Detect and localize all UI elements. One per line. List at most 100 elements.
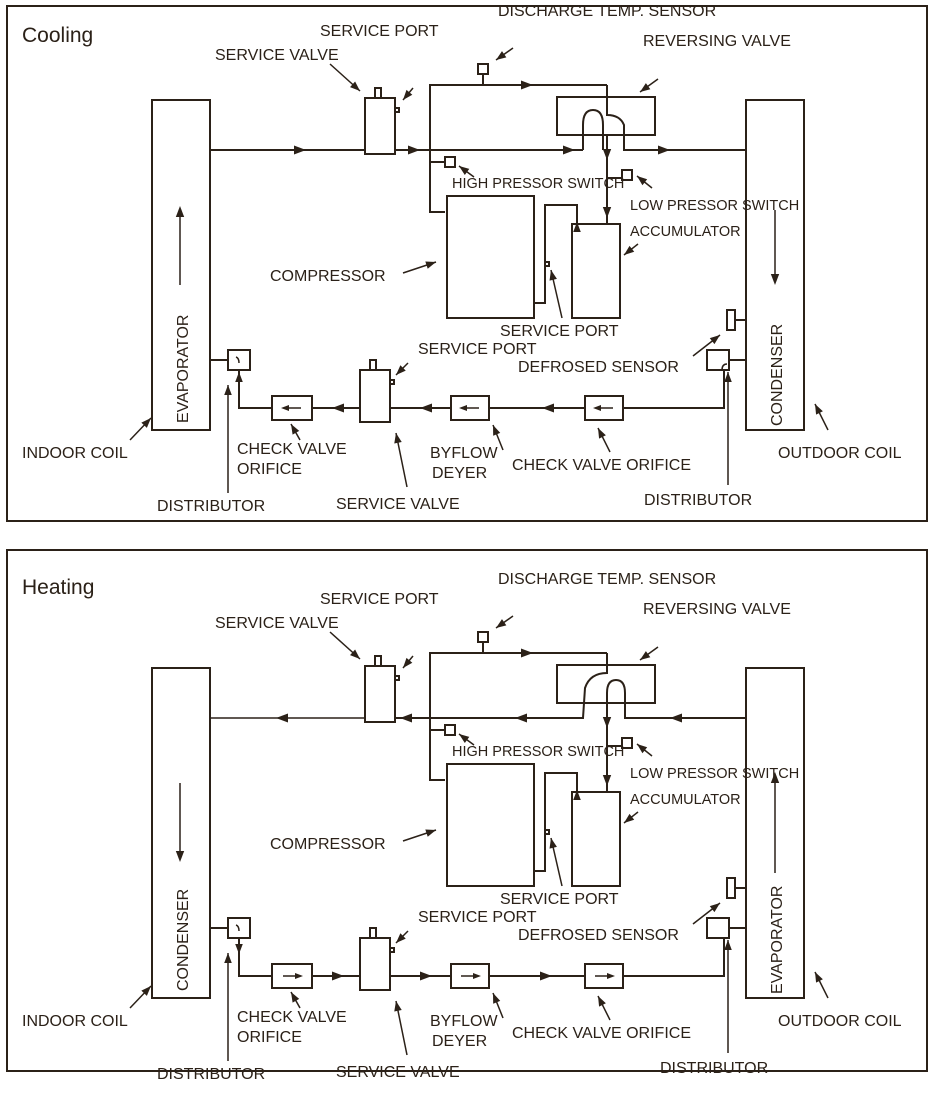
label-outdoor-coil: OUTDOOR COIL bbox=[778, 1013, 902, 1030]
leader-service-port-top-head bbox=[403, 657, 413, 668]
reversing-valve-u-tube bbox=[606, 678, 746, 758]
service-port-top bbox=[394, 107, 400, 113]
low-pressor-switch bbox=[621, 169, 633, 181]
compressor bbox=[446, 763, 535, 887]
label-check-valve-right: CHECK VALVE ORIFICE bbox=[512, 457, 691, 474]
service-valve-stem bbox=[374, 655, 382, 667]
flow-head bbox=[408, 145, 420, 155]
flow-arrow-up bbox=[175, 206, 185, 217]
distributor-glyph bbox=[235, 924, 240, 932]
discharge-temp-sensor bbox=[477, 63, 489, 75]
flow-head bbox=[420, 971, 432, 981]
label-service-port-mid: SERVICE PORT bbox=[500, 323, 619, 340]
leader-high-pressor-switch-head bbox=[459, 734, 470, 743]
label-compressor: COMPRESSOR bbox=[270, 836, 386, 853]
valve-arrow-head bbox=[473, 972, 481, 980]
valve-arrow-head bbox=[607, 972, 615, 980]
flow-head bbox=[563, 145, 575, 155]
service-valve-stem bbox=[369, 359, 377, 371]
leader-service-port-low-head bbox=[396, 933, 406, 943]
defrosed-sensor bbox=[726, 309, 736, 331]
defrosed-sensor bbox=[726, 877, 736, 899]
service-port-low bbox=[389, 947, 395, 953]
leader-service-port-mid-head bbox=[549, 838, 557, 849]
flow-head bbox=[658, 145, 670, 155]
flow-head bbox=[670, 713, 682, 723]
label-discharge-temp-sensor: DISCHARGE TEMP. SENSOR bbox=[498, 571, 716, 588]
leader-check-valve-right-head bbox=[598, 428, 606, 439]
flow-head bbox=[235, 372, 243, 382]
liquid-line-left bbox=[238, 370, 272, 409]
liquid-line-right bbox=[623, 938, 725, 977]
leader-defrosed-sensor-head bbox=[709, 903, 720, 913]
label-check-valve-left-1: CHECK VALVE bbox=[237, 441, 347, 458]
label-service-port-mid: SERVICE PORT bbox=[500, 891, 619, 908]
label-service-valve-bottom: SERVICE VALVE bbox=[336, 1064, 460, 1081]
label-high-pressor-switch: HIGH PRESSOR SWITCH bbox=[452, 176, 624, 192]
label-accumulator: ACCUMULATOR bbox=[630, 792, 741, 808]
service-valve-bottom bbox=[359, 937, 391, 991]
leader-check-valve-right-head bbox=[598, 996, 606, 1007]
flow-head bbox=[602, 149, 612, 160]
liquid-line-right bbox=[623, 370, 725, 409]
label-distributor-left: DISTRIBUTOR bbox=[157, 498, 265, 515]
panel-title: Cooling bbox=[22, 24, 93, 47]
valve-arrow-head bbox=[593, 404, 601, 412]
leader-compressor-head bbox=[425, 829, 436, 837]
label-low-pressor-switch: LOW PRESSOR SWITCH bbox=[630, 766, 799, 782]
distributor-right bbox=[706, 917, 730, 939]
leader-service-valve-top-head bbox=[350, 649, 360, 659]
label-distributor-left: DISTRIBUTOR bbox=[157, 1066, 265, 1083]
leader-accumulator-head bbox=[624, 245, 635, 255]
flow-head bbox=[573, 790, 581, 800]
reversing-valve-discharge-path bbox=[395, 653, 608, 719]
valve-arrow-head bbox=[295, 972, 303, 980]
leader-check-valve-left-head bbox=[291, 424, 300, 435]
label-compressor: COMPRESSOR bbox=[270, 268, 386, 285]
label-reversing-valve: REVERSING VALVE bbox=[643, 601, 791, 618]
leader-service-port-top-head bbox=[403, 89, 413, 100]
valve-arrow-head bbox=[459, 404, 467, 412]
flow-head bbox=[515, 713, 527, 723]
flow-arrow-down bbox=[175, 851, 185, 862]
panel-title: Heating bbox=[22, 576, 94, 599]
label-indoor-coil: INDOOR COIL bbox=[22, 445, 128, 462]
flow-head bbox=[332, 971, 344, 981]
label-distributor-right: DISTRIBUTOR bbox=[644, 492, 752, 509]
flow-head bbox=[573, 222, 581, 232]
leader-byflow-head bbox=[493, 993, 501, 1004]
label-defrosed-sensor: DEFROSED SENSOR bbox=[518, 359, 679, 376]
label-check-valve-left-2: ORIFICE bbox=[237, 461, 302, 478]
leader-defrosed-sensor-head bbox=[709, 335, 720, 345]
label-reversing-valve: REVERSING VALVE bbox=[643, 33, 791, 50]
high-pressor-switch bbox=[444, 156, 456, 168]
flow-head bbox=[332, 403, 344, 413]
leader-distributor-left-head bbox=[224, 953, 232, 963]
leader-distributor-left-head bbox=[224, 385, 232, 395]
label-service-port-low: SERVICE PORT bbox=[418, 909, 537, 926]
low-pressor-switch bbox=[621, 737, 633, 749]
flow-head bbox=[420, 403, 432, 413]
leader-high-pressor-switch-head bbox=[459, 166, 470, 175]
indoor-coil bbox=[151, 99, 211, 431]
leader-compressor-head bbox=[425, 261, 436, 269]
label-discharge-temp-sensor: DISCHARGE TEMP. SENSOR bbox=[498, 3, 716, 20]
flow-head bbox=[276, 713, 288, 723]
label-defrosed-sensor: DEFROSED SENSOR bbox=[518, 927, 679, 944]
flow-head bbox=[235, 944, 243, 954]
service-valve-bottom bbox=[359, 369, 391, 423]
flow-head bbox=[602, 717, 612, 728]
label-service-port-low: SERVICE PORT bbox=[418, 341, 537, 358]
label-check-valve-left-2: ORIFICE bbox=[237, 1029, 302, 1046]
label-service-valve-top: SERVICE VALVE bbox=[215, 47, 339, 64]
leader-low-pressor-switch-head bbox=[637, 744, 648, 754]
flow-head bbox=[602, 775, 612, 786]
accumulator bbox=[571, 223, 621, 319]
flow-head bbox=[400, 713, 412, 723]
right-coil-label: EVAPORATOR bbox=[769, 886, 786, 994]
leader-reversing-valve-head bbox=[640, 83, 651, 92]
leader-service-valve-top-head bbox=[350, 81, 360, 91]
